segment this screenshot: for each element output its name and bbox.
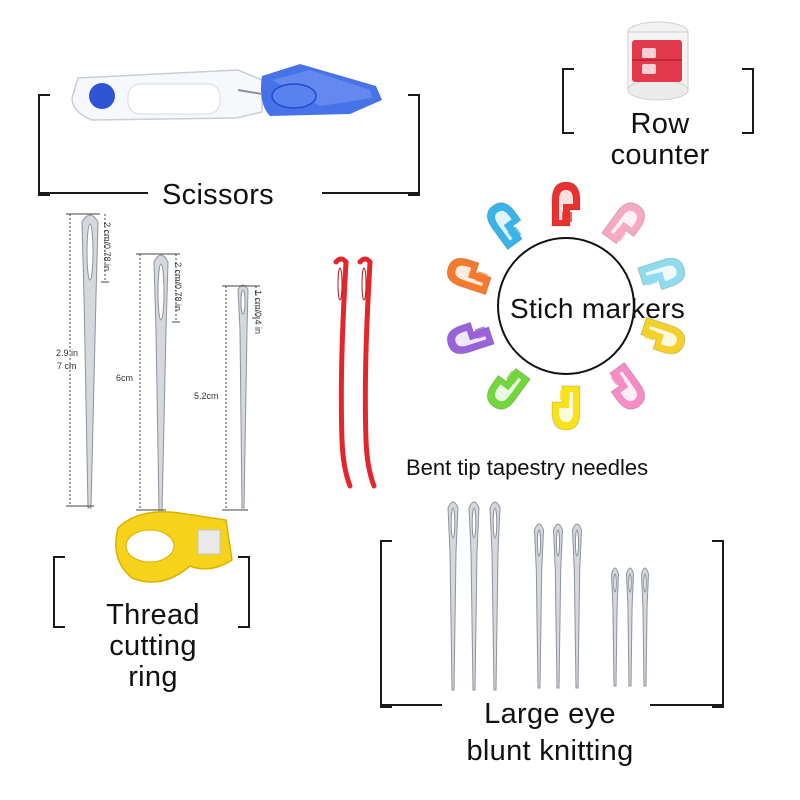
dimension-length-medium: 6cm [116,373,134,383]
row-counter-bracket-right [742,68,754,134]
dimension-length-large-in: 2.9 in [56,348,79,358]
stitch-marker-icon [446,321,495,355]
dimension-length-small: 5.2cm [194,391,219,401]
scissors-bracket-bottom-left [40,192,148,194]
needle-icon [640,567,650,687]
dimension-eye-large: 2 cm/0.78 in [102,222,112,272]
thread-ring-label-line3: ring [128,661,178,693]
stitch-markers-label: Stich markers [510,293,686,324]
stitch-marker-icon [551,181,581,227]
row-counter-bracket-left [562,68,574,134]
row-counter-label-line2: counter [610,139,710,171]
needle-icon [489,501,501,691]
needle-icon [610,567,620,687]
stitch-marker-icon [486,367,532,410]
large-eye-label-line1: Large eye [484,698,616,730]
scissors-bracket-bottom-right [322,192,418,194]
thread-ring-label-line1: Thread [106,599,200,631]
needle-icon [237,284,249,509]
scissors-bracket-right [408,94,420,196]
needle-icon [533,523,545,689]
stitch-marker-icon [486,202,523,251]
needle-icon [468,501,480,691]
stitch-marker-icon [551,385,581,431]
large-eye-bracket-bottom-left [382,704,442,706]
stitch-marker-icon [640,316,686,355]
large-eye-label-line2: blunt knitting [466,735,634,767]
bent-tip-label: Bent tip tapestry needles [406,455,649,480]
needle-icon [552,523,564,689]
row-counter-label-line1: Row [630,108,690,140]
thread-ring-bracket-right [238,556,250,628]
thread-ring-bracket-left [53,556,65,628]
stitch-marker-icon [446,257,492,296]
needle-icon [625,567,635,687]
needle-icon [571,523,583,689]
scissors-label: Scissors [162,179,274,211]
dimension-eye-medium: 2 cm/0.78 in [173,262,183,312]
stitch-marker-icon [609,361,646,410]
large-eye-bracket-right [712,540,724,708]
large-eye-bracket-bottom-right [650,704,722,706]
scissors-bracket-left [38,94,50,196]
large-eye-bracket-left [380,540,392,708]
needle-icon [447,501,459,691]
needle-icon [81,214,99,509]
thread-ring-label-line2: cutting [109,630,197,662]
dimension-eye-small: 1 cm/0.4 in [253,290,263,335]
stitch-marker-icon [600,202,646,245]
stitch-marker-icon [637,257,686,291]
dimension-length-large-cm: 7 cm [57,361,77,371]
